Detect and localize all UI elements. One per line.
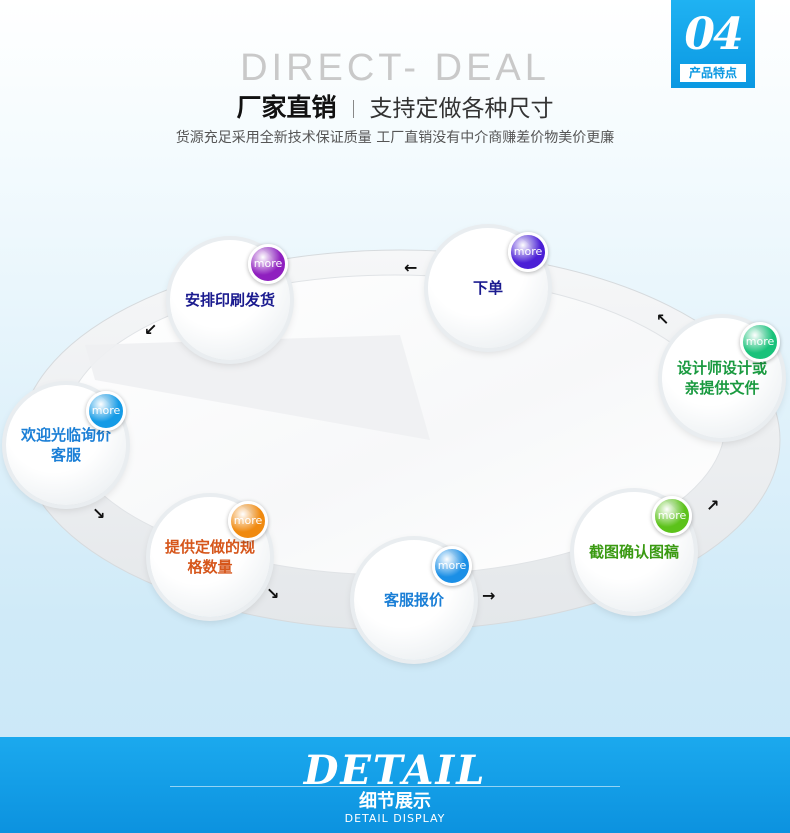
arrow-right-icon: →: [482, 586, 496, 605]
arrow-up-left-icon: ↖: [656, 310, 670, 329]
footer-cn-title: 细节展示: [359, 791, 431, 812]
detail-banner: DETAIL: [0, 737, 790, 833]
arrow-down-left-icon: ↙: [144, 320, 158, 339]
arrow-down-right-icon: ↘: [266, 584, 280, 603]
step-designer-design[interactable]: 设计师设计或亲提供文件 more: [662, 318, 782, 438]
arrow-up-right-icon: ↗: [706, 496, 720, 515]
step-label: 客服报价: [383, 591, 444, 609]
headline-light: 支持定做各种尺寸: [369, 96, 554, 122]
step-screenshot-confirm[interactable]: 截图确认图稿 more: [574, 492, 694, 612]
more-button[interactable]: more: [86, 391, 126, 431]
step-label: 设计师设计或亲提供文件: [676, 359, 767, 397]
step-label: 提供定做的规格数量: [164, 538, 255, 576]
footer-divider: [170, 786, 620, 787]
headline-divider: [352, 100, 354, 118]
step-label: 欢迎光临询价客服: [20, 426, 111, 464]
step-arrange-printing[interactable]: 安排印刷发货 more: [170, 240, 290, 360]
arrow-down-right-icon: ↘: [92, 504, 106, 523]
more-button[interactable]: more: [740, 322, 780, 362]
more-button[interactable]: more: [652, 496, 692, 536]
step-place-order[interactable]: 下单 more: [428, 228, 548, 348]
chinese-headline: 厂家直销 支持定做各种尺寸: [0, 90, 790, 127]
step-label: 下单: [472, 279, 503, 297]
arrow-left-icon: ←: [404, 258, 418, 277]
step-label: 安排印刷发货: [184, 291, 275, 309]
footer-big-title: DETAIL: [303, 747, 487, 794]
step-provide-specs[interactable]: 提供定做的规格数量 more: [150, 497, 270, 617]
step-welcome-inquiry[interactable]: 欢迎光临询价客服 more: [6, 385, 126, 505]
badge-label: 产品特点: [680, 64, 746, 82]
subtitle: 货源充足采用全新技术保证质量 工厂直销没有中介商赚差价物美价更廉: [175, 130, 615, 146]
step-label: 截图确认图稿: [588, 543, 679, 561]
badge-number: 04: [684, 9, 743, 60]
more-button[interactable]: more: [248, 244, 288, 284]
more-button[interactable]: more: [228, 501, 268, 541]
footer-en-title: DETAIL DISPLAY: [344, 812, 446, 825]
headline-bold: 厂家直销: [236, 93, 337, 122]
more-button[interactable]: more: [508, 232, 548, 272]
step-quote[interactable]: 客服报价 more: [354, 540, 474, 660]
english-title: DIRECT- DEAL: [240, 47, 550, 89]
more-button[interactable]: more: [432, 546, 472, 586]
section-badge: 04 产品特点: [671, 0, 755, 88]
